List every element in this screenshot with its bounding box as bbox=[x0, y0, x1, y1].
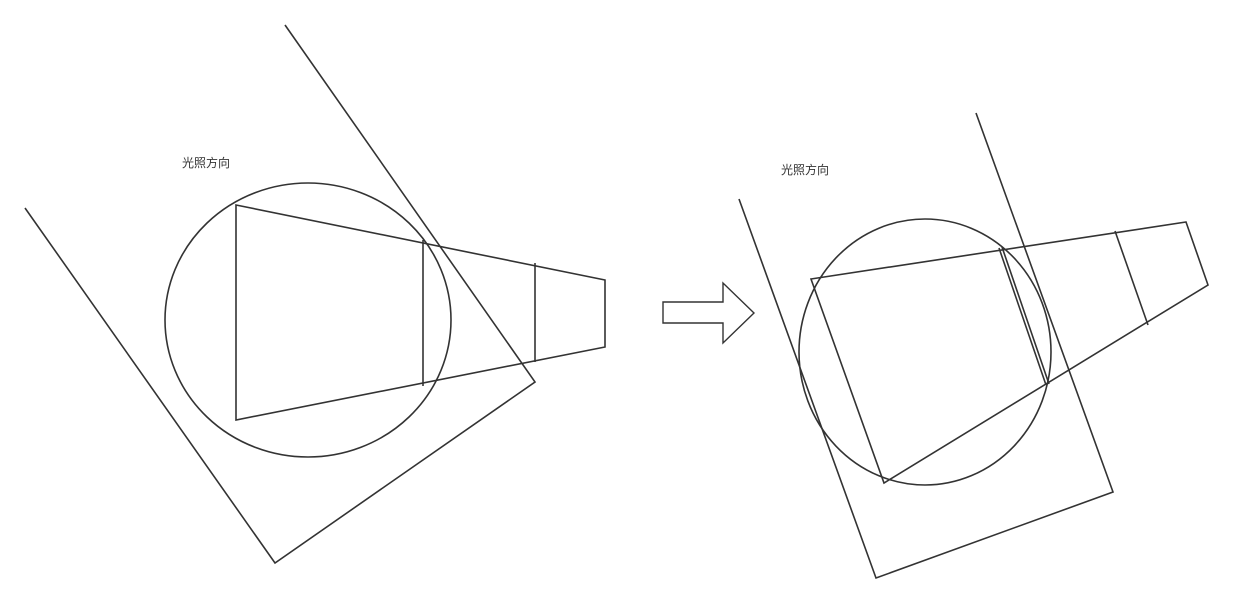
right-panel bbox=[738, 112, 1209, 580]
right-light-direction-label: 光照方向 bbox=[781, 163, 830, 177]
right-cascade-split-1a bbox=[998, 247, 1047, 386]
left-light-frustum bbox=[24, 24, 537, 565]
right-arrow-icon bbox=[662, 281, 756, 345]
left-panel bbox=[24, 24, 606, 565]
left-light-direction-label: 光照方向 bbox=[182, 156, 231, 170]
right-bounding-sphere bbox=[798, 218, 1052, 486]
right-view-frustum bbox=[809, 221, 1209, 485]
right-cascade-split-2 bbox=[1114, 230, 1149, 326]
left-view-frustum bbox=[235, 204, 606, 421]
right-light-frustum bbox=[738, 112, 1115, 580]
left-bounding-sphere bbox=[164, 182, 452, 458]
right-cascade-split-1b bbox=[1001, 246, 1050, 385]
